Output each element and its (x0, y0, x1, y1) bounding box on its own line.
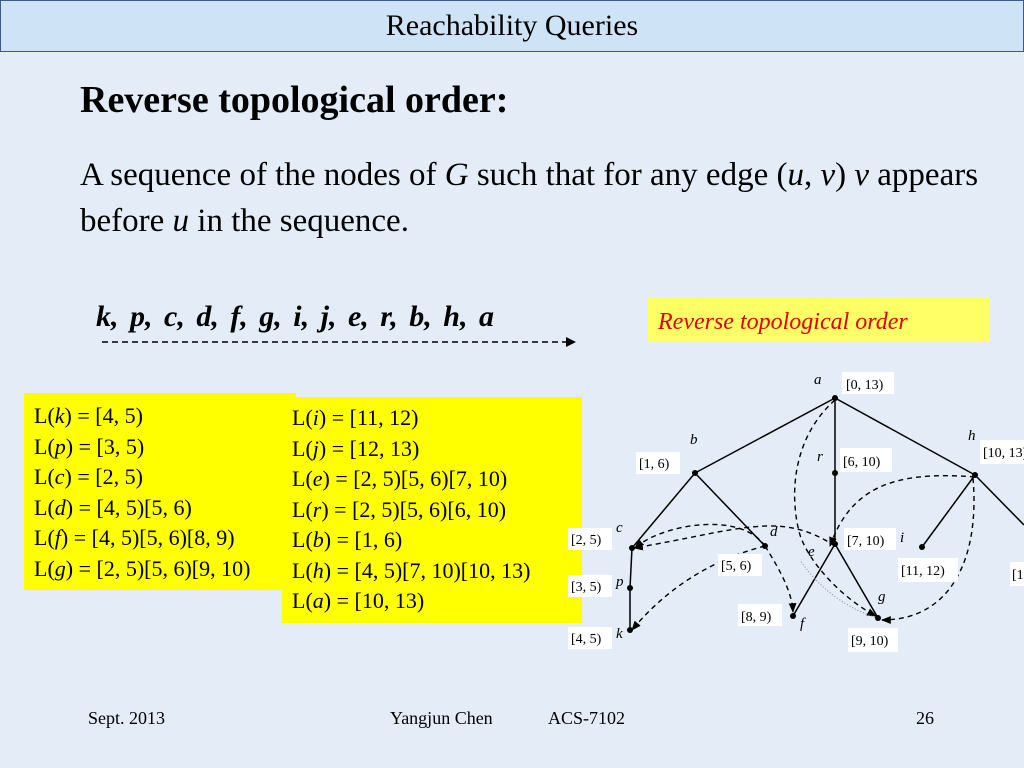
name-a: a (814, 372, 822, 388)
def-part1: A sequence of the nodes of (80, 157, 445, 193)
def-part4: appears before (80, 157, 979, 239)
footer-course: ACS-7102 (548, 708, 626, 728)
label-entry: L(g) = [2, 5)[5, 6)[9, 10) (34, 555, 251, 581)
edge-a-g (793, 399, 877, 617)
def-u: u (787, 157, 804, 193)
edge-e-c (633, 525, 836, 551)
slide-header: Reachability Queries (0, 0, 1024, 52)
definition-text: A sequence of the nodes of G such that f… (80, 152, 1000, 244)
edge-e-g (834, 543, 879, 619)
def-part3: ) (835, 157, 855, 193)
footer-author: Yangjun Chen (390, 708, 493, 728)
label-entry: L(e) = [2, 5)[5, 6)[7, 10) (292, 466, 508, 491)
node-a (832, 395, 838, 401)
node-h (972, 472, 978, 478)
interval-k: [4, 5) (571, 632, 602, 647)
interval-c: [2, 5) (571, 533, 602, 548)
node-k (627, 627, 633, 633)
edge-d-f (764, 545, 797, 613)
label-box-left: L(k) = [4, 5) L(p) = [3, 5) L(c) = [2, 5… (24, 393, 296, 590)
interval-labels: [0, 13) [1, 6) [6, 10) [10, 13) [2, 5) [… (571, 378, 1024, 649)
node-dots (627, 395, 978, 633)
name-d: d (770, 524, 778, 540)
sequence-arrow (102, 337, 576, 347)
name-r: r (817, 449, 823, 465)
node-r (832, 470, 838, 476)
name-c: c (616, 520, 623, 536)
def-v: v (820, 157, 836, 193)
label-entry: L(a) = [10, 13) (292, 588, 425, 613)
node-d (762, 543, 768, 549)
node-f (790, 613, 796, 619)
label-entry: L(h) = [4, 5)[7, 10)[10, 13) (292, 557, 531, 583)
interval-h: [10, 13) (983, 446, 1024, 461)
node-p (627, 585, 633, 591)
dag-graph: [0, 13) [1, 6) [6, 10) [10, 13) [2, 5) [… (568, 372, 1024, 652)
topological-sequence: k, p, c, d, f, g, i, j, e, r, b, h, a (96, 300, 494, 333)
interval-i: [11, 12) (901, 564, 945, 579)
def-part2: such that for any edge ( (468, 157, 788, 193)
footer-page-number: 26 (916, 708, 934, 728)
footer-date: Sept. 2013 (88, 708, 166, 728)
name-i: i (900, 530, 904, 546)
label-entry: L(i) = [11, 12) (292, 405, 419, 430)
edge-c-p (629, 547, 633, 589)
non-tree-edges (631, 399, 976, 631)
node-i (919, 544, 925, 550)
interval-r: [6, 10) (843, 455, 881, 470)
edge-h-j (974, 474, 1024, 526)
edge-dotted-g-d (799, 559, 879, 619)
label-entry: L(b) = [1, 6) (292, 527, 403, 552)
name-f: f (800, 616, 806, 632)
interval-f: [8, 9) (741, 610, 772, 625)
def-G: G (444, 157, 469, 193)
node-b (692, 470, 698, 476)
node-e (832, 541, 838, 547)
label-box-right: L(i) = [11, 12) L(j) = [12, 13) L(e) = [… (282, 397, 582, 623)
label-entry: L(j) = [12, 13) (292, 435, 420, 461)
edge-e-f (792, 543, 836, 617)
edge-b-d (694, 472, 766, 547)
node-c (629, 545, 635, 551)
label-entry: L(d) = [4, 5)[5, 6) (34, 494, 192, 520)
edge-h-e (829, 474, 976, 547)
edge-d-c (634, 523, 766, 549)
edge-d-k (631, 545, 766, 631)
name-h: h (968, 428, 976, 444)
slide-title: Reachability Queries (385, 9, 639, 42)
interval-d: [5, 6) (721, 559, 752, 574)
interval-j: [12, 13) (1012, 568, 1024, 583)
edge-a-h (834, 397, 976, 476)
edge-h-g (881, 477, 975, 624)
edge-b-c (631, 472, 696, 549)
def-comma: , (803, 157, 821, 193)
name-g: g (878, 589, 886, 605)
legend-box: Reverse topological order (648, 298, 990, 342)
name-e: e (808, 544, 815, 560)
label-entry: L(r) = [2, 5)[5, 6)[6, 10) (292, 496, 507, 522)
interval-e: [7, 10) (847, 534, 885, 549)
interval-a: [0, 13) (846, 378, 884, 393)
interval-b: [1, 6) (639, 457, 670, 472)
name-p: p (615, 574, 624, 590)
def-v2: v (854, 157, 870, 193)
label-entry: L(c) = [2, 5) (34, 464, 143, 489)
node-names: a b r h c d e i p f g k (615, 372, 976, 642)
def-u2: u (172, 203, 190, 239)
legend-label: Reverse topological order (658, 309, 908, 335)
heading: Reverse topological order: (80, 79, 509, 121)
label-entry: L(f) = [4, 5)[5, 6)[8, 9) (34, 525, 235, 550)
edge-a-b (694, 397, 836, 474)
node-g (875, 615, 881, 621)
def-part5: in the sequence. (189, 203, 409, 239)
tree-edges (629, 397, 1024, 630)
name-k: k (616, 626, 623, 642)
edge-h-i (921, 474, 976, 548)
interval-p: [3, 5) (571, 580, 602, 595)
name-b: b (690, 432, 698, 448)
label-entry: L(p) = [3, 5) (34, 433, 145, 459)
label-entry: L(k) = [4, 5) (34, 403, 143, 428)
interval-g: [9, 10) (851, 634, 889, 649)
interval-backgrounds (568, 372, 1024, 652)
